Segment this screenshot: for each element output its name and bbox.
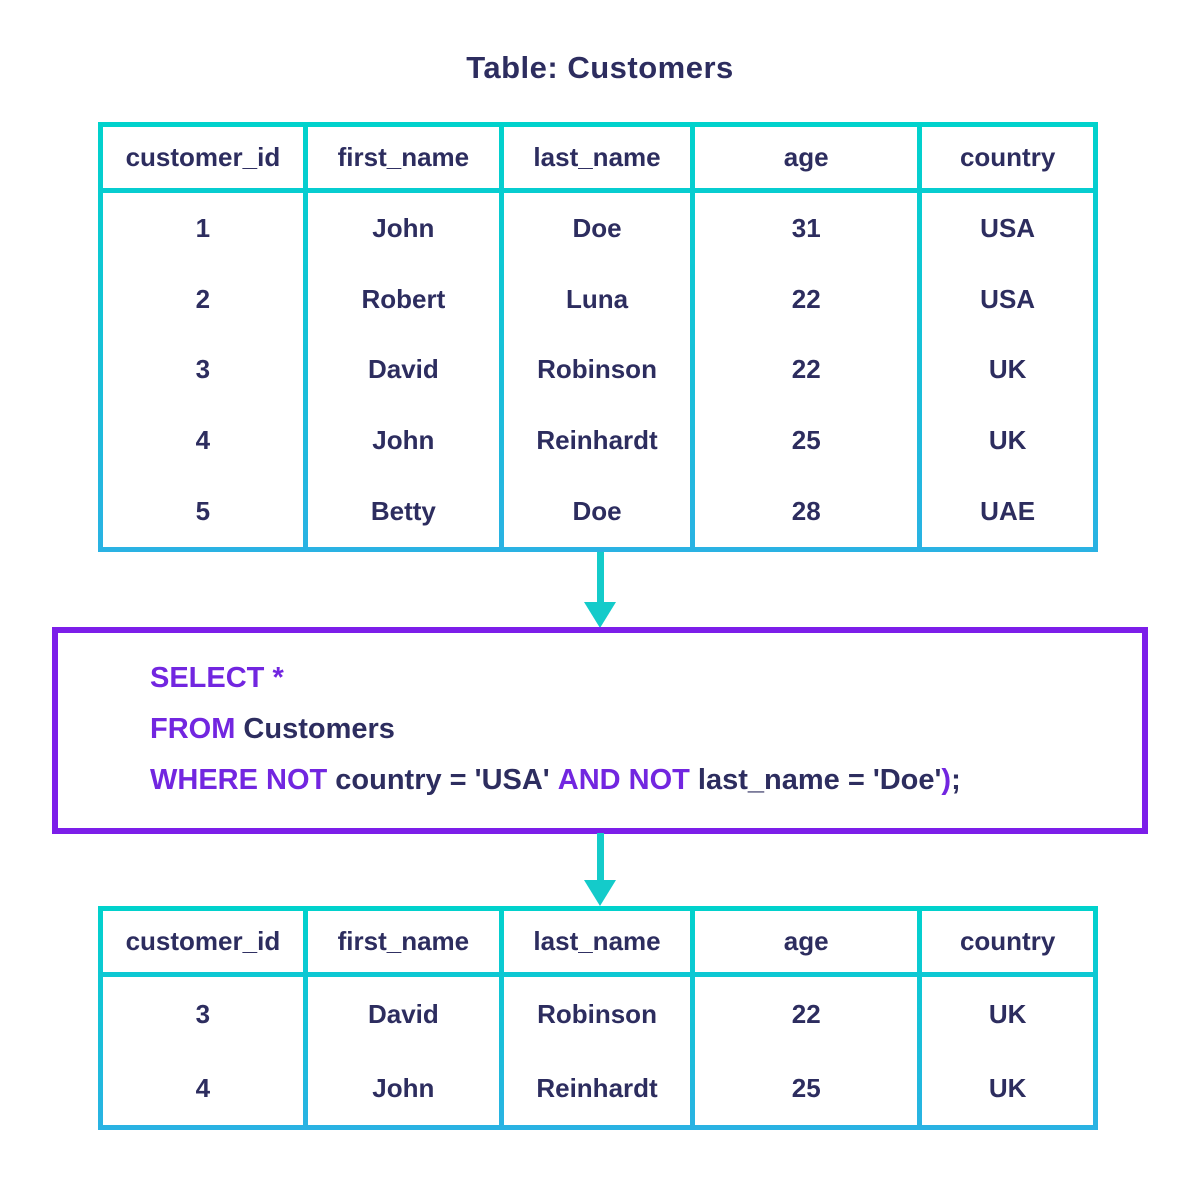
- sql-line: FROM Customers: [150, 704, 1126, 755]
- cell-value: Reinhardt: [536, 1072, 658, 1103]
- column-header-last_name: last_name: [503, 911, 691, 972]
- cell-value: John: [372, 425, 435, 456]
- cell-value: David: [367, 354, 439, 385]
- cell-value: 3: [195, 998, 211, 1029]
- column-header-customer_id: customer_id: [103, 911, 303, 972]
- column-header-first_name: first_name: [307, 127, 499, 188]
- column-header-last_name: last_name: [503, 127, 691, 188]
- column-cells-age: 31 22 22 25 28: [695, 193, 918, 547]
- column-header-country: country: [922, 127, 1093, 188]
- cell-value: UK: [988, 998, 1027, 1029]
- cell-value: 4: [195, 425, 211, 456]
- diagram-title: Table: Customers: [466, 50, 734, 85]
- cell-value: USA: [980, 283, 1036, 314]
- column-cells-customer_id: 1 2 3 4 5: [103, 193, 303, 547]
- cell-value: Doe: [572, 212, 622, 243]
- sql-keyword: WHERE NOT: [150, 764, 328, 796]
- sql-text: country = 'USA': [327, 764, 558, 796]
- cell-value: John: [372, 212, 435, 243]
- sql-line: WHERE NOT country = 'USA' AND NOT last_n…: [150, 755, 1126, 806]
- sql-line: SELECT *: [150, 653, 1126, 704]
- column-cells-country: USA USA UK UK UAE: [922, 193, 1093, 547]
- cell-value: Reinhardt: [536, 425, 658, 456]
- cell-value: Robert: [361, 283, 446, 314]
- sql-keyword: SELECT *: [150, 662, 284, 694]
- cell-value: 2: [195, 283, 211, 314]
- column-header-country: country: [922, 911, 1093, 972]
- cell-value: 4: [195, 1072, 211, 1103]
- cell-value: 25: [791, 425, 821, 456]
- cell-value: 31: [791, 212, 821, 243]
- sql-keyword: AND NOT: [557, 764, 690, 796]
- cell-value: 5: [195, 496, 211, 527]
- cell-value: John: [372, 1072, 435, 1103]
- cell-value: Robinson: [537, 998, 657, 1029]
- arrow-stem: [596, 833, 604, 880]
- cell-value: David: [367, 998, 439, 1029]
- flow-arrow-down-2: [584, 833, 616, 906]
- sql-text: last_name = 'Doe': [689, 764, 942, 796]
- column-header-age: age: [695, 127, 918, 188]
- cell-value: Doe: [572, 496, 622, 527]
- cell-value: UK: [988, 354, 1027, 385]
- column-header-age: age: [695, 911, 918, 972]
- cell-value: 25: [791, 1072, 821, 1103]
- flow-arrow-down-1: [584, 552, 616, 628]
- cell-value: 1: [195, 212, 211, 243]
- cell-value: 3: [195, 354, 211, 385]
- cell-value: 28: [791, 496, 821, 527]
- arrow-stem: [596, 552, 604, 602]
- cell-value: 22: [791, 283, 821, 314]
- cell-value: 22: [791, 998, 821, 1029]
- arrow-down-icon: [584, 880, 616, 906]
- cell-value: UK: [988, 425, 1027, 456]
- cell-value: Robinson: [537, 354, 657, 385]
- column-header-first_name: first_name: [307, 911, 499, 972]
- sql-text: ;: [951, 764, 961, 796]
- cell-value: Luna: [565, 283, 629, 314]
- cell-value: Betty: [370, 496, 436, 527]
- sql-keyword: ): [941, 764, 952, 796]
- column-cells-country: UK UK: [922, 977, 1093, 1125]
- cell-value: UK: [988, 1072, 1027, 1103]
- arrow-down-icon: [584, 602, 616, 628]
- column-cells-age: 22 25: [695, 977, 918, 1125]
- cell-value: 22: [791, 354, 821, 385]
- sql-text: Customers: [235, 713, 395, 745]
- column-header-customer_id: customer_id: [103, 127, 303, 188]
- cell-value: USA: [980, 212, 1036, 243]
- cell-value: UAE: [980, 496, 1036, 527]
- sql-keyword: FROM: [150, 713, 236, 745]
